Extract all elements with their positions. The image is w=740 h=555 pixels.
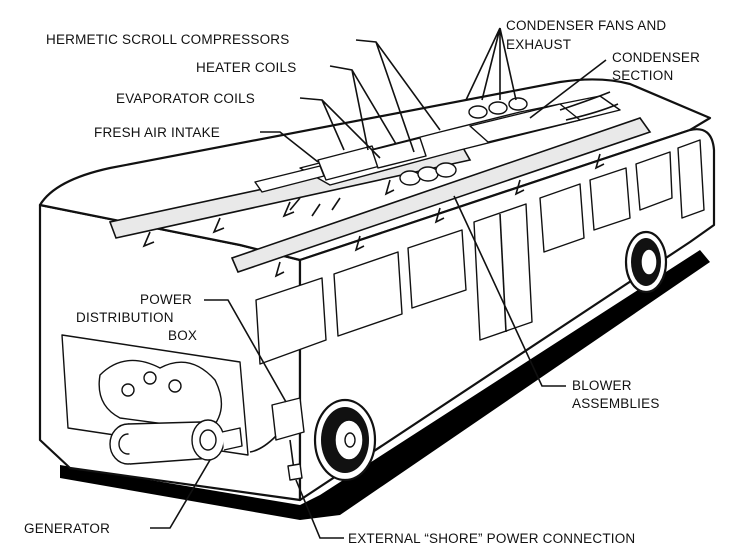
label-fresh-air: FRESH AIR INTAKE bbox=[94, 125, 220, 140]
label-generator: GENERATOR bbox=[24, 521, 110, 536]
rear-wheel bbox=[315, 400, 375, 480]
label-power-2: DISTRIBUTION bbox=[76, 310, 174, 325]
engine-bolt bbox=[144, 372, 156, 384]
side-window bbox=[590, 168, 630, 230]
label-condenser-fans-2: EXHAUST bbox=[506, 37, 571, 52]
engine-bolt bbox=[122, 384, 134, 396]
label-condenser-fans-1: CONDENSER FANS AND bbox=[506, 18, 666, 33]
front-wheel bbox=[626, 232, 666, 292]
label-heater-coils: HEATER COILS bbox=[196, 60, 296, 75]
shore-connector bbox=[288, 464, 302, 480]
label-blower-1: BLOWER bbox=[572, 378, 632, 393]
engine-bolt bbox=[169, 380, 181, 392]
power-distribution-box bbox=[272, 398, 304, 440]
label-hermetic: HERMETIC SCROLL COMPRESSORS bbox=[46, 32, 289, 47]
label-evaporator-coils: EVAPORATOR COILS bbox=[116, 91, 255, 106]
label-power-3: BOX bbox=[168, 328, 197, 343]
label-shore: EXTERNAL “SHORE” POWER CONNECTION bbox=[348, 531, 635, 546]
front-door bbox=[678, 140, 704, 218]
label-blower-2: ASSEMBLIES bbox=[572, 396, 660, 411]
label-condenser-section-2: SECTION bbox=[612, 68, 673, 83]
label-power-1: POWER bbox=[140, 292, 192, 307]
label-condenser-section-1: CONDENSER bbox=[612, 50, 700, 65]
